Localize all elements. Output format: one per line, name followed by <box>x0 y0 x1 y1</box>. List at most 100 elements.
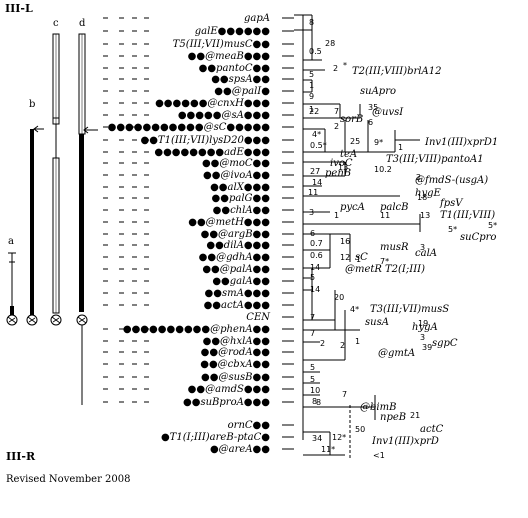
distance-label: 5 <box>310 273 315 282</box>
distance-label: 6 <box>368 118 373 127</box>
physical-bars: a b c d <box>6 18 98 405</box>
distance-label: 8 <box>312 397 317 406</box>
distance-label: 1 <box>398 143 403 152</box>
locus-row: ●●galA●● <box>103 276 294 287</box>
distance-label: 13 <box>338 163 348 172</box>
locus-label: ●●@cbxA●● <box>200 359 270 370</box>
locus-label: ●●pantoC●● <box>199 63 271 74</box>
side-labels: T2(III;VIII)brlA12suApro@uvsIsorBInv1(II… <box>325 66 498 447</box>
locus-label: T5(III;VII)musC●● <box>173 39 271 50</box>
distance-label: 5 <box>309 70 314 79</box>
locus-row: ●●alX●●● <box>103 182 294 193</box>
locus-row: ●●●●●●●●●●@phenA●● <box>103 324 294 335</box>
side-locus-label: actC <box>420 424 444 435</box>
revision-note: Revised November 2008 <box>6 474 130 485</box>
locus-row: ●●chlA●● <box>103 205 294 216</box>
distance-label: 2 <box>334 122 339 131</box>
locus-label: ●●@gdhA●● <box>199 252 271 263</box>
locus-label: ●●@meaB●●● <box>188 51 271 62</box>
locus-label: ●@areA●● <box>210 444 270 455</box>
side-locus-label: ivoC <box>330 158 353 169</box>
locus-row: ●●@metH●●● <box>103 217 294 228</box>
distance-label: 7 <box>310 313 315 322</box>
side-locus-label: npeB <box>380 412 406 423</box>
locus-label: ●●@palA●● <box>202 264 270 275</box>
locus-row: ●●T1(III;VII)lysD20●●● <box>103 135 294 146</box>
distance-label: 14 <box>312 178 322 187</box>
side-locus-label: @uvsI <box>372 107 404 118</box>
side-locus-label: hygA <box>412 322 438 333</box>
distance-label: * <box>343 61 347 70</box>
locus-row: ornC●● <box>228 420 294 431</box>
locus-row: ●●pantoC●● <box>103 63 294 74</box>
locus-row: CEN <box>246 312 294 323</box>
locus-row: ●●@moC●● <box>103 158 294 169</box>
locus-row: ●●smA●●● <box>103 288 294 299</box>
distance-label: 5 <box>310 363 315 372</box>
locus-label: ●●spsA●● <box>211 74 270 85</box>
locus-row: ●T1(I;III)areB-ptaC● <box>161 432 294 443</box>
locus-row: T5(III;VII)musC●● <box>103 39 294 50</box>
arm-header-top: III-L <box>5 2 33 15</box>
side-locus-label: suApro <box>360 86 396 97</box>
locus-row: ●@areA●● <box>210 444 294 455</box>
locus-label: ●●●●●●●●adE●●● <box>154 147 270 158</box>
side-locus-label: sgpC <box>432 338 458 349</box>
distance-label: 11 <box>380 211 390 220</box>
locus-label: ●●@rodA●● <box>201 347 271 358</box>
locus-label: ●●dilA●●● <box>206 240 270 251</box>
distance-label: 16 <box>340 237 350 246</box>
locus-row: ●●●●●●●●●●●@sC●●●●● <box>103 122 294 133</box>
side-locus-label: pycA <box>340 202 365 213</box>
locus-label: ●●@hxlA●● <box>203 336 271 347</box>
locus-label: ●●@moC●● <box>202 158 270 169</box>
locus-row: ●●actA●●● <box>103 300 294 311</box>
locus-row: ●●●●●●●●adE●●● <box>103 147 294 158</box>
locus-row: ●●spsA●● <box>103 74 294 85</box>
locus-label: ●●@amdS●●● <box>188 384 271 395</box>
side-locus-label: fpsV <box>439 198 464 209</box>
distance-label: 4* <box>350 305 359 314</box>
distance-label: 21 <box>410 411 420 420</box>
locus-row: ●●@hxlA●● <box>103 336 294 347</box>
locus-label: ●●●●●●●●●●●@sC●●●●● <box>108 122 271 133</box>
locus-label: gapA <box>244 13 270 24</box>
distance-label: 10.2 <box>374 165 392 174</box>
distance-label: 39 <box>422 343 432 352</box>
locus-row: ●●palG●● <box>103 193 294 204</box>
side-locus-label: T3(III;VII)musS <box>370 304 449 315</box>
distance-label: 2 <box>333 64 338 73</box>
side-locus-label: sC <box>355 252 368 263</box>
side-locus-label: Inv1(III)xprD <box>371 436 439 447</box>
distance-label: 5 <box>310 375 315 384</box>
locus-row: ●●●●●●@cnxH●●● <box>103 98 294 109</box>
locus-label: ●●@argB●● <box>201 229 271 240</box>
locus-label: ●●@susB●● <box>201 372 270 383</box>
bar-label-a: a <box>8 236 14 247</box>
locus-row: ●●@gdhA●● <box>103 252 294 263</box>
locus-label: ●●@ivoA●● <box>203 170 270 181</box>
locus-label: ●●@metH●●● <box>188 217 270 228</box>
side-locus-label: @metR <box>345 264 382 275</box>
distance-label: 12* <box>332 433 346 442</box>
locus-label: galE●●●●●● <box>195 26 270 37</box>
distance-label: 7 <box>310 329 315 338</box>
locus-list: gapA galE●●●●●● T5(III;VII)musC●●●●@meaB●●… <box>103 13 294 455</box>
locus-label: ●●chlA●● <box>213 205 271 216</box>
distance-label: 14 <box>310 263 320 272</box>
distance-label: 50 <box>355 425 365 434</box>
locus-label: CEN <box>246 312 271 323</box>
distance-label: 3 <box>420 333 425 342</box>
locus-label: ●●actA●●● <box>204 300 271 311</box>
distance-label: 27 <box>310 167 320 176</box>
locus-row: ●●@susB●● <box>103 372 294 383</box>
distance-label: 18 <box>417 193 427 202</box>
distance-label: 8 <box>309 18 314 27</box>
distance-label: 7 <box>342 390 347 399</box>
distance-label: 7 <box>334 107 339 116</box>
arm-header-bottom: III-R <box>6 450 36 463</box>
locus-label: ●●●●●●●●●●@phenA●● <box>123 324 270 335</box>
locus-row: ●●@palA●● <box>103 264 294 275</box>
